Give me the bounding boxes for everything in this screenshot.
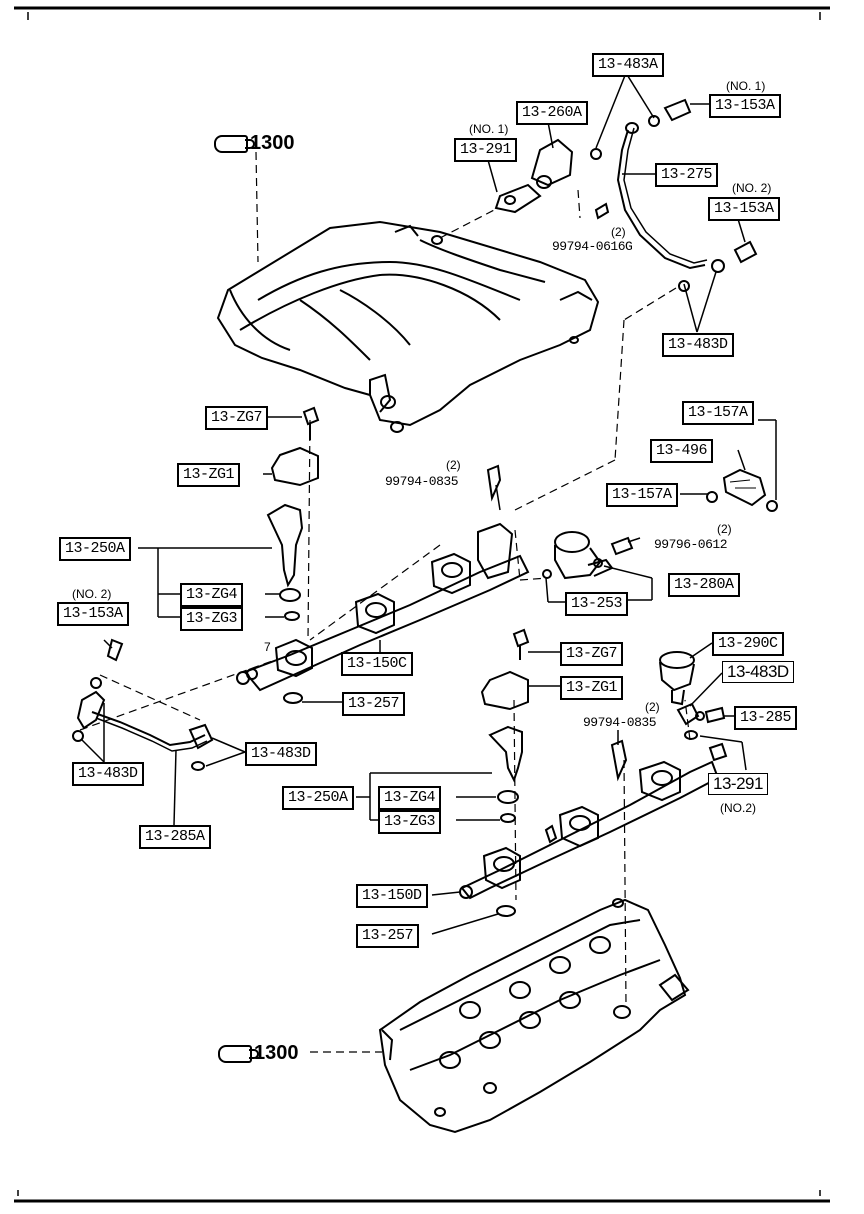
pressure-regulator-top (494, 98, 692, 220)
injector-lower (480, 628, 530, 823)
part-label-13-ZG1-lower: 13-ZG1 (560, 676, 624, 700)
upper-intake-manifold (216, 220, 600, 433)
reference-top: 1300 (214, 132, 295, 154)
bolt-number-99794-0835-upper: 99794-0835 (385, 474, 459, 489)
part-label-13-257-lower: 13-257 (356, 924, 420, 948)
note-no2-a: (NO. 2) (732, 181, 772, 195)
part-label-13-ZG4-upper: 13-ZG4 (180, 583, 244, 607)
part-label-13-ZG3-upper: 13-ZG3 (180, 607, 244, 631)
part-label-13-153A-left: 13-153A (57, 602, 129, 626)
note-no2-b: (NO. 2) (72, 587, 112, 601)
fuel-rail-right (459, 739, 728, 917)
part-label-13-157A-upper: 13-157A (682, 401, 754, 425)
reference-bottom-number: 1300 (254, 1042, 299, 1064)
part-label-13-483D-right: 13-483D (722, 661, 794, 683)
part-label-13-150C: 13-150C (341, 652, 413, 676)
part-label-13-291-no2: 13-291 (708, 773, 768, 795)
part-label-13-ZG4-lower: 13-ZG4 (378, 786, 442, 810)
part-label-13-ZG7-lower: 13-ZG7 (560, 642, 624, 666)
part-label-13-291-no1: 13-291 (454, 138, 518, 162)
reference-top-number: 1300 (250, 132, 295, 154)
part-label-13-ZG3-lower: 13-ZG3 (378, 810, 442, 834)
part-label-13-153A-no2: 13-153A (708, 197, 780, 221)
fuel-rail-left (236, 464, 530, 704)
part-label-13-250A-upper: 13-250A (59, 537, 131, 561)
note-seven: 7 (264, 640, 271, 654)
bolt-number-99794-0835-lower: 99794-0835 (583, 715, 657, 730)
part-label-13-483D-left: 13-483D (72, 762, 144, 786)
pressure-regulator-mid (542, 531, 634, 580)
pointing-hand-icon (214, 134, 255, 153)
part-label-13-253: 13-253 (565, 592, 629, 616)
note-no2-c: (NO.2) (720, 801, 756, 815)
lower-intake-manifold (378, 898, 690, 1134)
part-label-13-ZG7-upper: 13-ZG7 (205, 406, 269, 430)
note-two-c: (2) (717, 522, 732, 536)
vacuum-hose (706, 468, 778, 512)
part-label-13-483D-top: 13-483D (662, 333, 734, 357)
part-label-13-280A: 13-280A (668, 573, 740, 597)
part-label-13-ZG1-upper: 13-ZG1 (177, 463, 241, 487)
part-label-13-257-upper: 13-257 (342, 692, 406, 716)
injector-upper (266, 406, 320, 621)
part-label-13-150D: 13-150D (356, 884, 428, 908)
fuel-return-pipe (616, 129, 706, 270)
note-no1-b: (NO. 1) (469, 122, 509, 136)
part-label-13-275: 13-275 (655, 163, 719, 187)
part-label-13-483A: 13-483A (592, 53, 664, 77)
note-two-b: (2) (446, 458, 461, 472)
note-two-d: (2) (645, 700, 660, 714)
part-label-13-496: 13-496 (650, 439, 714, 463)
part-label-13-290C: 13-290C (712, 632, 784, 656)
part-label-13-153A-no1: 13-153A (709, 94, 781, 118)
return-pipe-left (72, 638, 214, 771)
bolt-number-99796-0612: 99796-0612 (654, 537, 728, 552)
part-label-13-250A-lower: 13-250A (282, 786, 354, 810)
part-label-13-260A: 13-260A (516, 101, 588, 125)
part-label-13-285A: 13-285A (139, 825, 211, 849)
note-two-a: (2) (611, 225, 626, 239)
bolt-number-99794-0616G: 99794-0616G (552, 239, 633, 254)
note-no1-a: (NO. 1) (726, 79, 766, 93)
part-label-13-157A-lower: 13-157A (606, 483, 678, 507)
pressure-control-valve (659, 651, 726, 740)
part-label-13-285: 13-285 (734, 706, 798, 730)
reference-bottom: 1300 (218, 1042, 299, 1064)
part-label-13-483D-middle: 13-483D (245, 742, 317, 766)
pointing-hand-icon (218, 1044, 259, 1063)
